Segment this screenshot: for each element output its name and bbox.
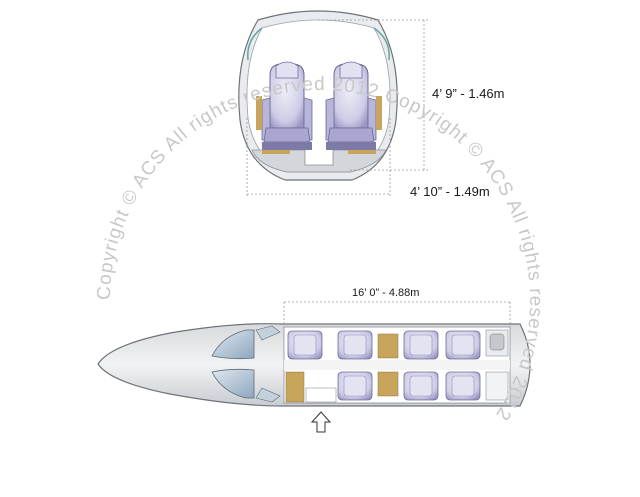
side-table: [377, 371, 399, 397]
seat-top-view: [337, 371, 373, 401]
window-trim: [373, 27, 390, 61]
seat-top-view: [403, 371, 439, 401]
floor-wood-trim: [262, 150, 290, 154]
seat-front-view-right: [325, 61, 382, 150]
cabin-length-label: 16’ 0” - 4.88m: [352, 287, 419, 299]
seat-top-view: [445, 371, 481, 401]
entry-door-arrow-icon: [310, 411, 332, 433]
seat-front-view-left: [256, 61, 313, 150]
side-table: [377, 333, 399, 359]
floor-wood-trim: [348, 150, 376, 154]
galley-cabinet: [285, 371, 305, 403]
cockpit-windshield-upper: [211, 329, 255, 360]
seat-top-view: [337, 330, 373, 360]
width-dimension: [246, 118, 391, 198]
entry-door-area: [305, 387, 337, 403]
lavatory-fixture: [489, 333, 505, 351]
seat-top-view: [287, 330, 323, 360]
length-dimension: [283, 301, 511, 327]
cockpit-windshield-lower: [211, 368, 255, 399]
cabin-height-label: 4’ 9” - 1.46m: [432, 86, 505, 101]
aft-cabinet: [485, 371, 509, 401]
cross-section: [238, 10, 428, 198]
cabin-aisle: [284, 360, 510, 370]
cockpit-side-window: [255, 387, 281, 403]
window-trim: [247, 27, 263, 61]
seat-top-view: [403, 330, 439, 360]
cockpit-side-window: [255, 325, 281, 341]
cabin-width-label: 4’ 10” - 1.49m: [410, 184, 490, 199]
seat-top-view: [445, 330, 481, 360]
aircraft-top-view: [97, 301, 531, 433]
height-dimension: [318, 19, 428, 171]
